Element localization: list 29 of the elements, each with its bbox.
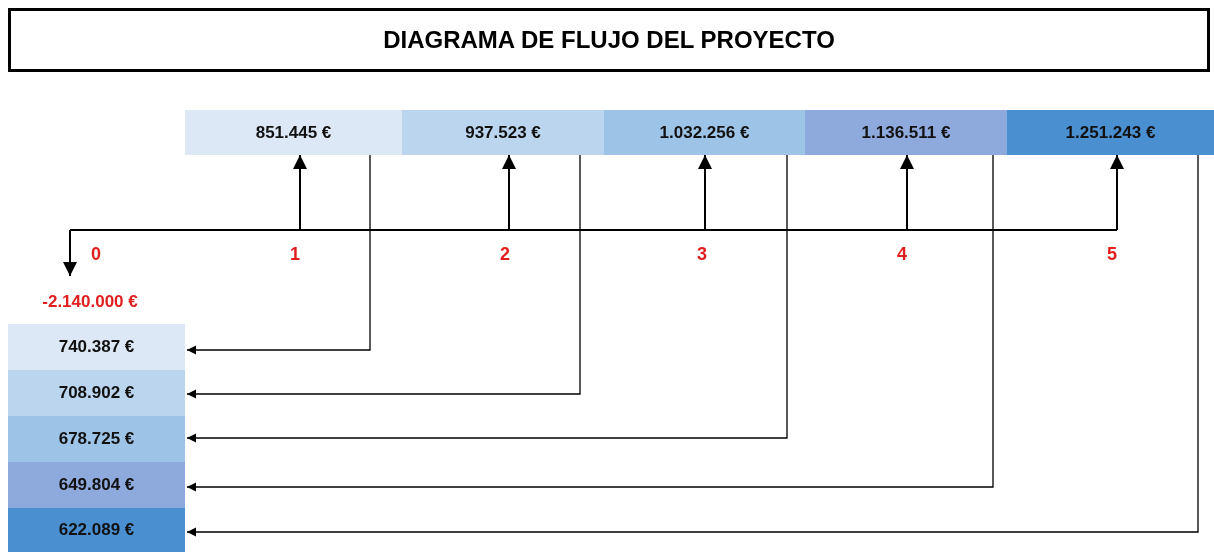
arrow — [186, 154, 788, 443]
present-value-cell: 678.725 € — [8, 416, 185, 462]
period-number: 1 — [290, 244, 300, 265]
arrow — [900, 154, 914, 231]
present-value-cell: 740.387 € — [8, 324, 185, 370]
arrow — [186, 154, 581, 399]
cash-inflow-cell: 1.136.511 € — [805, 110, 1007, 155]
cash-inflow-cell: 937.523 € — [402, 110, 604, 155]
arrow — [186, 154, 994, 492]
arrow — [1110, 154, 1124, 231]
arrow — [502, 154, 516, 231]
arrow — [698, 154, 712, 231]
period-number: 5 — [1107, 244, 1117, 265]
period-number: 2 — [500, 244, 510, 265]
period-number: 0 — [91, 244, 101, 265]
arrow — [63, 229, 77, 277]
investment-value: -2.140.000 € — [20, 288, 160, 316]
cash-inflow-cell: 1.032.256 € — [604, 110, 805, 155]
present-value-cell: 622.089 € — [8, 508, 185, 552]
present-value-cell: 708.902 € — [8, 370, 185, 416]
arrow — [186, 154, 1199, 537]
period-number: 3 — [697, 244, 707, 265]
cash-inflow-cell: 1.251.243 € — [1007, 110, 1214, 155]
title-banner: DIAGRAMA DE FLUJO DEL PROYECTO — [8, 8, 1210, 72]
arrow — [186, 154, 371, 355]
arrow — [293, 154, 307, 231]
present-value-cell: 649.804 € — [8, 462, 185, 508]
period-number: 4 — [897, 244, 907, 265]
cash-inflow-cell: 851.445 € — [185, 110, 402, 155]
